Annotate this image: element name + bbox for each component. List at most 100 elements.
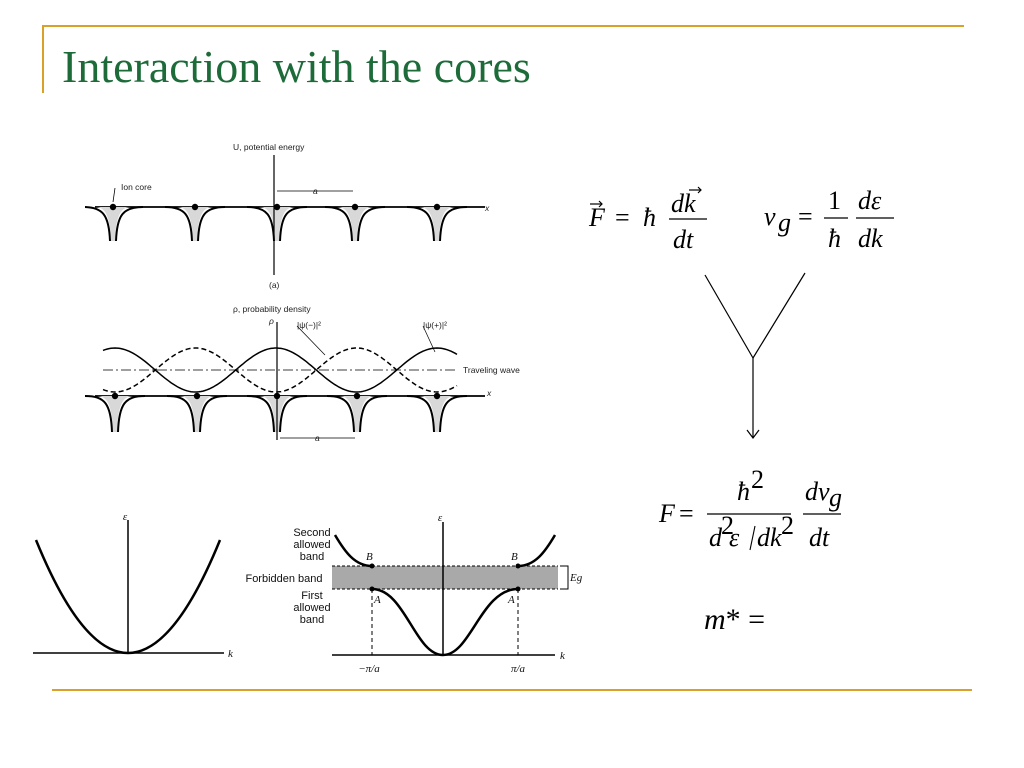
upper-band-left bbox=[333, 534, 373, 568]
ion-core-dot bbox=[273, 203, 281, 211]
probability-density-figure: ρ, probability density ρ |ψ(−)|² |ψ(+)|² Tra… bbox=[85, 304, 520, 443]
psi-plus-curve bbox=[102, 347, 458, 393]
svg-text:2: 2 bbox=[781, 511, 794, 540]
parabola-curve bbox=[34, 539, 222, 655]
well-shading bbox=[339, 396, 375, 432]
svg-text:g: g bbox=[829, 483, 842, 512]
gap-bracket bbox=[560, 565, 569, 590]
rho-axis-label: ρ, probability density bbox=[233, 304, 311, 314]
svg-text:dk: dk bbox=[858, 224, 883, 253]
svg-text:F: F bbox=[588, 203, 606, 232]
ion-core-dot bbox=[111, 392, 119, 400]
left-accent-bar bbox=[42, 25, 44, 93]
psi-minus-label: |ψ(−)|² bbox=[297, 320, 321, 330]
svg-text:dt: dt bbox=[809, 523, 830, 552]
ion-core-label: Ion core bbox=[121, 182, 152, 192]
svg-text:dk: dk bbox=[671, 189, 696, 218]
well-curve bbox=[359, 395, 388, 433]
well-curve bbox=[166, 395, 195, 433]
well-shading bbox=[337, 207, 373, 241]
first-band-line1: First bbox=[301, 590, 322, 602]
point-b-right: B bbox=[511, 551, 518, 563]
svg-text:=: = bbox=[679, 499, 694, 528]
point-b-left: B bbox=[366, 551, 373, 563]
group-velocity-equation: v g = 1 ħ dε dk bbox=[764, 186, 894, 253]
well-shading bbox=[179, 396, 215, 432]
ion-core-dot bbox=[193, 392, 201, 400]
svg-text:=: = bbox=[798, 202, 813, 231]
ion-core-dot bbox=[353, 392, 361, 400]
well-curve bbox=[85, 395, 113, 433]
svg-text:d: d bbox=[709, 523, 723, 552]
well-shading bbox=[419, 396, 455, 432]
pos-zone-tick-label: π/a bbox=[511, 663, 526, 675]
psi-plus-label: |ψ(+)|² bbox=[423, 320, 447, 330]
well-curve bbox=[326, 395, 355, 433]
derivation-arrow bbox=[704, 272, 806, 439]
svg-text:=: = bbox=[615, 203, 630, 232]
x-axis-label: x bbox=[486, 388, 492, 398]
rho-symbol: ρ bbox=[268, 316, 274, 326]
x-axis-label: k bbox=[228, 648, 234, 660]
svg-text:2: 2 bbox=[751, 470, 764, 494]
well-curve bbox=[199, 395, 228, 433]
well-curve bbox=[115, 206, 144, 242]
ion-core-dot bbox=[109, 203, 117, 211]
neg-zone-tick-label: −π/a bbox=[358, 663, 380, 675]
svg-text:v: v bbox=[764, 202, 776, 231]
force-equation: F = ħ dk dt bbox=[588, 186, 707, 254]
second-band-line1: Second bbox=[293, 527, 330, 539]
x-axis-label: k bbox=[560, 650, 566, 662]
well-shading bbox=[259, 207, 295, 241]
figure-caption: (a) bbox=[269, 280, 280, 290]
spacing-label: a bbox=[313, 186, 318, 196]
point-a-right: A bbox=[507, 594, 515, 606]
well-curve bbox=[406, 206, 435, 242]
first-band-line2: allowed bbox=[293, 602, 330, 614]
svg-text:dε: dε bbox=[858, 186, 882, 215]
well-shading bbox=[95, 207, 131, 241]
forbidden-band-region bbox=[332, 566, 558, 589]
well-curve bbox=[406, 395, 435, 433]
bottom-accent-line bbox=[52, 689, 972, 691]
well-curve bbox=[246, 395, 275, 433]
well-curve bbox=[197, 206, 226, 242]
u-axis-label: U, potential energy bbox=[233, 142, 305, 152]
effective-mass-equation: m* = bbox=[704, 603, 766, 636]
well-shading bbox=[419, 207, 455, 241]
well-curve bbox=[439, 395, 468, 433]
svg-text:dk: dk bbox=[757, 523, 782, 552]
spacing-label: a bbox=[315, 433, 320, 443]
free-electron-dispersion-plot: ε k bbox=[33, 511, 234, 660]
slide-title: Interaction with the cores bbox=[62, 41, 531, 92]
ion-core-dot bbox=[433, 203, 441, 211]
well-shading bbox=[177, 207, 213, 241]
point-a-left: A bbox=[373, 594, 381, 606]
x-axis-label: x bbox=[484, 203, 490, 213]
traveling-wave-label: Traveling wave bbox=[463, 365, 520, 375]
ion-core-dot bbox=[433, 392, 441, 400]
gap-label: Eg bbox=[569, 572, 583, 584]
well-curve bbox=[439, 206, 468, 242]
svg-text:ħ: ħ bbox=[828, 224, 841, 253]
svg-text:ε: ε bbox=[729, 523, 740, 552]
well-curve bbox=[279, 206, 308, 242]
force-result-equation: F = ħ 2 d 2 ε dk 2 dv g dt bbox=[658, 470, 842, 552]
second-band-line2: allowed bbox=[293, 539, 330, 551]
well-curve bbox=[279, 395, 308, 433]
svg-text:ħ: ħ bbox=[643, 203, 656, 232]
well-shading bbox=[97, 396, 133, 432]
well-curve bbox=[324, 206, 353, 242]
forbidden-band-label: Forbidden band bbox=[245, 573, 322, 585]
well-curve bbox=[85, 206, 111, 242]
svg-text:g: g bbox=[778, 208, 791, 237]
svg-text:F: F bbox=[658, 499, 676, 528]
well-curve bbox=[164, 206, 193, 242]
svg-text:2: 2 bbox=[721, 511, 734, 540]
psi-minus-curve bbox=[102, 347, 458, 393]
ion-core-dot bbox=[191, 203, 199, 211]
lower-band bbox=[371, 587, 519, 657]
well-curve bbox=[357, 206, 386, 242]
upper-band-right bbox=[517, 534, 557, 568]
